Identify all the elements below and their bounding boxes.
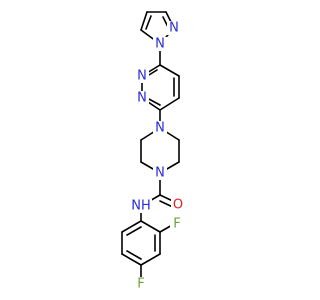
atom-label-text: F [137,277,144,292]
canvas-background [0,0,300,300]
atom-amide-oxygen: O [171,198,185,213]
bond-pz-c4-c5-double [145,15,152,30]
atom-pyrazole-n2: N [167,21,181,36]
bond-ar-c1-c2 [140,220,161,233]
label-background [167,21,181,35]
atom-fluorine-ortho: F [170,217,184,232]
bond-pz-c4-c5 [140,11,148,31]
atom-label-text: F [173,217,180,232]
atom-pyridazine-n2: N [135,91,149,106]
bond-ar-c6-c1-double [126,226,142,236]
atom-piperazine-n1: N [153,121,167,136]
atom-label-text: N [169,21,179,36]
label-background [130,199,152,213]
label-background [153,37,167,51]
atom-piperazine-n4: N [153,166,167,181]
atom-label-text: N [155,37,165,52]
atom-pyridazine-n1: N [135,69,149,84]
label-background [134,277,148,291]
label-background [153,166,167,180]
bond-pd-n2-c3-double [146,97,161,106]
bond-ar-c4-c5 [121,253,142,266]
atom-label-layer: N N N N N N O NH [130,21,185,292]
atom-label-text: N [155,166,165,181]
atom-label-text: N [137,69,147,84]
atom-fluorine-para: F [134,277,148,292]
label-background [135,69,149,83]
bond-pd-c5-c6 [159,64,180,77]
bond-pd-c3-c4 [159,97,180,111]
bond-ar-c3-c4 [140,253,161,266]
atom-label-text: N [155,121,165,136]
label-background [153,121,167,135]
molecule-structure-diagram: N N N N N N O NH [0,0,300,300]
atom-label-text: O [173,198,183,213]
bond-ar-c6-c1 [121,220,142,233]
label-background [171,198,185,212]
atom-label-text: NH [131,199,151,214]
bond-ar-c4-c5-double [126,250,142,260]
atom-label-text: N [137,91,147,106]
atom-pyrazole-n1: N [153,37,167,52]
label-background [170,217,184,231]
atom-amide-nh: NH [130,199,152,214]
label-background [135,91,149,105]
